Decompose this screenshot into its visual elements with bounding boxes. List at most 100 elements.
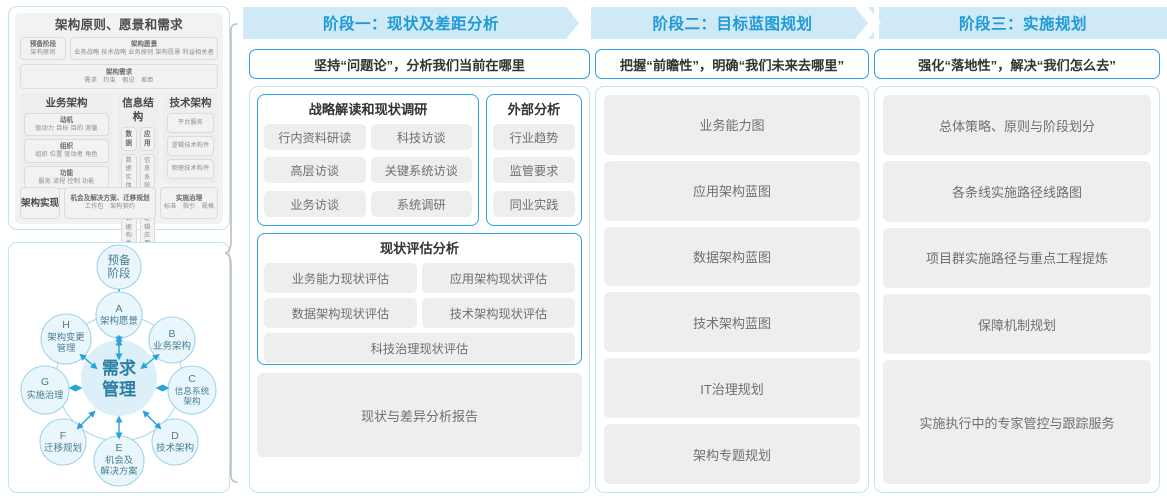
- tile-architecture-vision: 架构愿景 业务战略 技术战略 业务原则 架构愿景 利益相关者: [70, 37, 218, 61]
- group-external-analysis: 外部分析 行业趋势 监管要求 同业实践: [486, 94, 582, 226]
- node-a-architecture-vision: [95, 291, 143, 339]
- adm-cycle-card: 预备 阶段 需求 管理 A 架构愿景 B 业务架构: [8, 242, 230, 493]
- tile-sub: 服务 流程 控制 功能: [38, 177, 95, 185]
- togaf-row-implementation: 架构实现 机会及解决方案、迁移规划 工作包 架构契约 实施治理 标准 指引 规格: [20, 187, 218, 219]
- svg-text:解决方案: 解决方案: [100, 465, 138, 476]
- phase-subtitle-2-label: 把握“前瞻性”，明确“我们未来去哪里”: [619, 57, 845, 73]
- node-f-migration-planning: [39, 418, 87, 466]
- tile-implementation-governance: 实施治理 标准 指引 规格: [160, 187, 218, 219]
- list-item[interactable]: 技术架构蓝图: [604, 292, 860, 353]
- phase-subtitle-2: 把握“前瞻性”，明确“我们未来去哪里”: [595, 49, 869, 79]
- tile-sub: 工作包 架构契约: [84, 203, 136, 211]
- tile-head: 动机: [59, 117, 74, 125]
- chip-item[interactable]: 行内资料研读: [264, 124, 366, 150]
- svg-text:H: H: [62, 319, 70, 331]
- list-item[interactable]: 实施执行中的专家管控与跟踪服务: [883, 360, 1151, 484]
- chip-item[interactable]: 科技访谈: [370, 124, 472, 150]
- chip-item[interactable]: 数据架构现状评估: [264, 298, 417, 328]
- tile-head: 应用: [143, 131, 151, 148]
- node-preliminary-label-2: 阶段: [108, 266, 131, 280]
- svg-text:管理: 管理: [57, 342, 76, 353]
- phase-1-report[interactable]: 现状与差异分析报告: [257, 373, 582, 457]
- togaf-domain-row: 业务架构 动机 驱动力 目标 目的 测量 组织 组织 位置 驱动者 角色: [20, 93, 218, 326]
- label-architecture-implementation: 架构实现: [20, 187, 60, 219]
- chip-item[interactable]: 技术架构现状评估: [422, 298, 575, 328]
- chip-item[interactable]: 监管要求: [493, 157, 575, 184]
- tile-physical-technology-component: 物理技术构件: [167, 159, 214, 180]
- tile-sub: 需求 约束 假设 差距: [84, 77, 154, 85]
- tile-sub: 架构原则: [30, 49, 56, 56]
- tile-sub: 业务战略 技术战略 业务原则 架构愿景 利益相关者: [74, 49, 214, 56]
- phase-1-body: 战略解读和现状调研 行内资料研读 科技访谈 高层访谈 关键系统访谈 业务访谈 系…: [249, 86, 590, 493]
- domain-title: 业务架构: [45, 97, 88, 110]
- tile-head: 实施治理: [175, 195, 203, 203]
- tile-application: 应用: [139, 127, 155, 152]
- togaf-row-principles: 预备阶段 架构原则 架构愿景 业务战略 技术战略 业务原则 架构愿景 利益相关者: [20, 37, 218, 61]
- svg-text:G: G: [41, 376, 49, 388]
- adm-cycle-svg: 预备 阶段 需求 管理 A 架构愿景 B 业务架构: [20, 244, 217, 487]
- chip-item[interactable]: 关键系统访谈: [370, 157, 472, 184]
- phase-subtitle-1-label: 坚持“问题论”，分析我们当前在哪里: [314, 57, 525, 73]
- phase-header-3-label: 阶段三：实施规划: [958, 16, 1087, 33]
- center-label-1: 需求: [102, 358, 136, 378]
- svg-text:C: C: [188, 373, 196, 385]
- tile-opportunities-migration: 机会及解决方案、迁移规划 工作包 架构契约: [64, 187, 156, 219]
- list-item[interactable]: 项目群实施路径与重点工程提炼: [883, 227, 1151, 288]
- list-item[interactable]: 应用架构蓝图: [604, 160, 860, 221]
- tile-architecture-requirements: 架构需求 需求 约束 假设 差距: [20, 64, 218, 90]
- list-item[interactable]: 各条线实施路径线路图: [883, 161, 1151, 222]
- svg-text:D: D: [171, 430, 179, 442]
- tile-logical-technology-component: 逻辑技术构件: [167, 136, 214, 157]
- tile-function: 功能 服务 流程 控制 功能: [24, 165, 109, 189]
- tile-platform-service: 平台服务: [167, 113, 214, 134]
- tile-sub: 组织 位置 驱动者 角色: [35, 151, 98, 159]
- brace-connector: [224, 22, 244, 484]
- svg-text:架构: 架构: [183, 395, 201, 406]
- chip-item[interactable]: 高层访谈: [264, 157, 366, 184]
- phase-2-body: 业务能力图 应用架构蓝图 数据架构蓝图 技术架构蓝图 IT治理规划 架构专题规划: [595, 86, 869, 493]
- chip-item[interactable]: 业务访谈: [264, 190, 366, 217]
- list-item[interactable]: 业务能力图: [604, 95, 860, 155]
- tile-head: 数据: [125, 131, 133, 148]
- subcol-application: 应用 信息系统服务 逻辑应用构件 物理应用构件: [139, 127, 155, 326]
- list-item[interactable]: 数据架构蓝图: [604, 226, 860, 287]
- list-item[interactable]: IT治理规划: [604, 358, 860, 419]
- tile-sub: 标准 指引 规格: [163, 203, 215, 211]
- group-title: 外部分析: [507, 102, 561, 117]
- svg-text:信息系统: 信息系统: [175, 385, 210, 396]
- svg-text:实施治理: 实施治理: [27, 389, 64, 400]
- chip-item[interactable]: 同业实践: [493, 190, 575, 217]
- chip-item[interactable]: 行业趋势: [493, 124, 575, 150]
- node-b-business-architecture: [148, 316, 196, 364]
- group-title: 现状评估分析: [379, 241, 460, 256]
- chip-item[interactable]: 系统调研: [370, 190, 472, 217]
- togaf-framework-card: 架构原则、愿景和需求 预备阶段 架构原则 架构愿景 业务战略 技术战略 业务原则…: [8, 6, 230, 326]
- tile-head: 功能: [59, 169, 74, 177]
- chip-item[interactable]: 科技治理现状评估: [264, 333, 575, 363]
- svg-text:架构愿景: 架构愿景: [100, 315, 138, 327]
- tile-organization: 组织 组织 位置 驱动者 角色: [24, 139, 109, 163]
- left-column: 架构原则、愿景和需求 预备阶段 架构原则 架构愿景 业务战略 技术战略 业务原则…: [8, 6, 230, 493]
- phase-header-1-label: 阶段一：现状及差距分析: [322, 16, 499, 33]
- node-preliminary-label-1: 预备: [108, 253, 131, 267]
- list-item[interactable]: 总体策略、原则与阶段划分: [883, 95, 1151, 156]
- phase-subtitle-3-label: 强化“落地性”，解决“我们怎么去”: [918, 57, 1116, 73]
- svg-text:E: E: [115, 442, 122, 454]
- phase-subtitle-3: 强化“落地性”，解决“我们怎么去”: [874, 49, 1160, 79]
- tile-sub: 物理技术构件: [171, 164, 210, 172]
- domain-information-structure: 信息结构 数据 数据实体 逻辑数据构件: [117, 93, 159, 326]
- subcol-data: 数据 数据实体 逻辑数据构件 物理数据构件: [121, 127, 137, 310]
- chip-item[interactable]: 业务能力现状评估: [264, 263, 417, 293]
- node-d-technology-architecture: [151, 418, 199, 466]
- group-strategy-interpretation: 战略解读和现状调研 行内资料研读 科技访谈 高层访谈 关键系统访谈 业务访谈 系…: [257, 94, 479, 226]
- list-item[interactable]: 架构专题规划: [604, 424, 860, 484]
- node-requirements-management: [81, 340, 157, 416]
- phase-header-3: 阶段三：实施规划: [879, 7, 1167, 39]
- tile-sub: 数据实体: [125, 157, 132, 189]
- node-h-architecture-change-management: [40, 313, 92, 365]
- list-item[interactable]: 保障机制规划: [883, 293, 1151, 355]
- chip-item[interactable]: 应用架构现状评估: [422, 263, 575, 293]
- tile-preliminary-phase: 预备阶段 架构原则: [20, 37, 66, 61]
- svg-text:A: A: [115, 303, 122, 315]
- tile-head: 机会及解决方案、迁移规划: [70, 195, 150, 203]
